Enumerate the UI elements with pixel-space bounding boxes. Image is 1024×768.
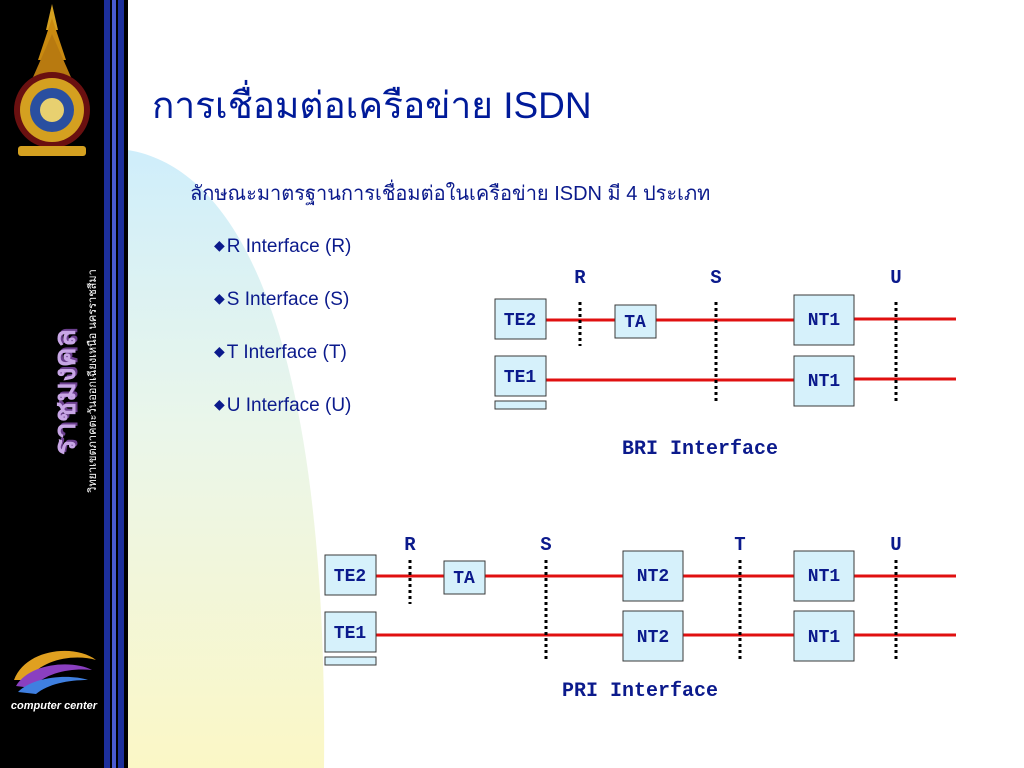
pri-box-nt2-top <box>622 550 684 602</box>
pri-box-te1-label: TE1 <box>334 624 367 644</box>
left-branding-band: ราชมงคล วิทยาเขตภาคตะวันออกเฉียงเหนือ นค… <box>0 0 128 768</box>
pri-box-ta-label: TA <box>453 569 475 589</box>
bullet-text: U Interface (U) <box>226 395 352 416</box>
bri-box-te1 <box>494 355 547 397</box>
pri-ref-label: S <box>540 534 551 556</box>
pri-ref-label: U <box>890 534 901 556</box>
bri-box-nt1-top-label: NT1 <box>808 311 841 331</box>
bri-box-nt1-bottom <box>793 355 855 407</box>
bri-ref-label: R <box>574 267 586 289</box>
bri-box-nt1-top <box>793 294 855 346</box>
bri-box-te2 <box>494 298 547 340</box>
diamond-bullet-icon: ◆ <box>214 237 225 253</box>
bri-box-te1-label: TE1 <box>504 368 537 388</box>
diamond-bullet-icon: ◆ <box>214 396 225 412</box>
pri-diagram: R S T U TE2 TA TE1 NT2 NT2 NT1 NT1 PRI I… <box>324 534 956 703</box>
pri-ref-label: R <box>404 534 416 556</box>
slide-subtitle: ลักษณะมาตรฐานการเชื่อมต่อในเครือข่าย ISD… <box>190 183 711 205</box>
diamond-bullet-icon: ◆ <box>214 343 225 359</box>
pri-box-nt2-bottom <box>622 610 684 662</box>
bri-box-te1-base <box>494 400 547 410</box>
pri-ref-label: T <box>734 534 745 556</box>
bullet-item: ◆T Interface (T) <box>214 342 347 364</box>
bri-box-nt1-bottom-label: NT1 <box>808 372 841 392</box>
university-emblem-icon <box>14 4 90 156</box>
bri-ref-label: S <box>710 267 721 289</box>
pri-box-te1-base <box>324 656 377 666</box>
pri-box-nt2-top-label: NT2 <box>637 567 669 587</box>
pri-box-te2-label: TE2 <box>334 567 366 587</box>
bri-box-ta-label: TA <box>624 313 646 333</box>
pri-box-ta <box>443 560 486 595</box>
bri-caption: BRI Interface <box>622 438 778 461</box>
bri-box-ta <box>614 304 657 339</box>
pri-box-nt1-top-label: NT1 <box>808 567 841 587</box>
bullet-item: ◆R Interface (R) <box>214 236 351 258</box>
bullet-item: ◆U Interface (U) <box>214 395 351 417</box>
pri-box-nt1-bottom <box>793 610 855 662</box>
slide-title: การเชื่อมต่อเครือข่าย ISDN <box>152 85 592 126</box>
pri-box-nt2-bottom-label: NT2 <box>637 628 669 648</box>
computer-center-label: computer center <box>10 700 98 712</box>
bullet-item: ◆S Interface (S) <box>214 289 349 311</box>
pri-box-nt1-bottom-label: NT1 <box>808 628 841 648</box>
bri-box-te2-label: TE2 <box>504 311 536 331</box>
bri-diagram: R S U TE2 TA TE1 NT1 NT1 BRI Interface <box>494 267 956 461</box>
pri-box-nt1-top <box>793 550 855 602</box>
pri-caption: PRI Interface <box>562 680 718 703</box>
diamond-bullet-icon: ◆ <box>214 290 225 306</box>
band-stripe <box>112 0 116 768</box>
band-stripe <box>104 0 110 768</box>
pri-box-te2 <box>324 554 377 596</box>
bullet-text: T Interface (T) <box>226 342 347 363</box>
bullet-text: R Interface (R) <box>226 236 352 257</box>
computer-center-swoosh-icon <box>14 650 96 694</box>
bri-ref-label: U <box>890 267 901 289</box>
band-stripe <box>118 0 124 768</box>
bullet-text: S Interface (S) <box>226 289 350 310</box>
pri-box-te1 <box>324 611 377 653</box>
background-decoration <box>128 150 325 768</box>
